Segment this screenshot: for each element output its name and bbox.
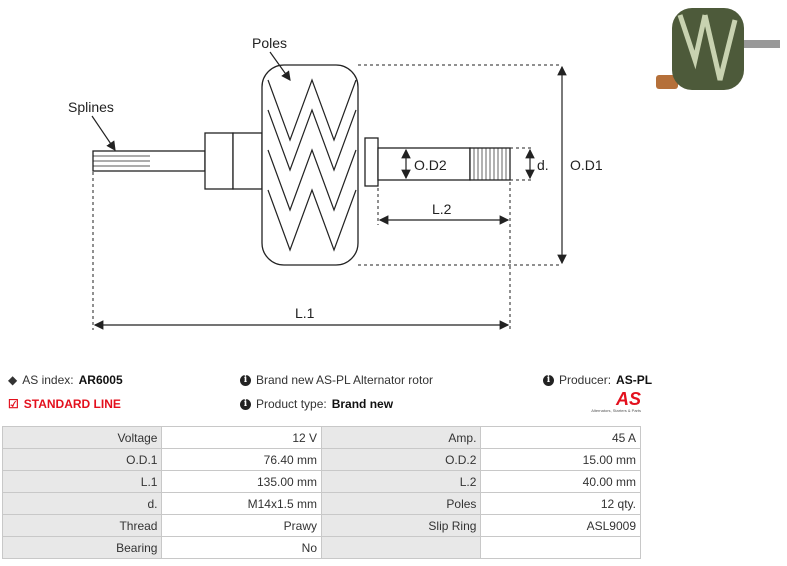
rotor-diagram: Poles Splines O.D1 O.D2 d. L.2 L.1: [68, 8, 780, 330]
spec-value: 40.00 mm: [480, 470, 641, 493]
spec-label: Slip Ring: [320, 514, 482, 537]
spec-label: Poles: [320, 492, 482, 515]
tag-icon: ◆: [8, 373, 18, 387]
spec-label: Bearing: [1, 536, 163, 559]
spec-value: 135.00 mm: [161, 470, 322, 493]
spec-label: Voltage: [1, 426, 163, 449]
spec-label: Amp.: [320, 426, 482, 449]
label-od1: O.D1: [570, 157, 603, 173]
spec-value: 15.00 mm: [480, 448, 641, 471]
spec-label: L.2: [320, 470, 482, 493]
label-d: d.: [537, 157, 549, 173]
spec-value: 45 A: [480, 426, 641, 449]
label-od2: O.D2: [414, 157, 447, 173]
spec-value: No: [161, 536, 322, 559]
description-text: Brand new AS-PL Alternator rotor: [256, 373, 433, 387]
checkbox-icon: ☑: [8, 397, 19, 411]
logo-text: AS: [615, 389, 641, 409]
spec-label: O.D.2: [320, 448, 482, 471]
label-splines: Splines: [68, 99, 114, 115]
logo-subtitle: Alternators, Starters & Parts: [591, 408, 641, 413]
spec-label: Thread: [1, 514, 163, 537]
spec-value: 12 V: [161, 426, 322, 449]
spec-value: M14x1.5 mm: [161, 492, 322, 515]
standard-line: ☑ STANDARD LINE: [8, 397, 121, 411]
label-l2: L.2: [432, 201, 452, 217]
as-index: ◆ AS index: AR6005: [8, 373, 123, 387]
as-index-value: AR6005: [78, 373, 123, 387]
info-icon: i: [543, 374, 554, 386]
spec-label: [320, 536, 482, 559]
producer-label: Producer:: [559, 373, 612, 387]
spec-value: ASL9009: [480, 514, 641, 537]
standard-line-label: STANDARD LINE: [23, 397, 121, 411]
spec-label: O.D.1: [1, 448, 163, 471]
producer: i Producer: AS-PL: [543, 373, 652, 387]
spec-value: Prawy: [161, 514, 322, 537]
spec-label: d.: [1, 492, 163, 515]
description: i Brand new AS-PL Alternator rotor: [240, 373, 433, 387]
product-type: i Product type: Brand new: [240, 397, 393, 411]
product-type-label: Product type:: [256, 397, 327, 411]
spec-label: L.1: [1, 470, 163, 493]
producer-value: AS-PL: [616, 373, 653, 387]
spec-value: 76.40 mm: [161, 448, 322, 471]
label-poles: Poles: [252, 35, 287, 51]
as-index-label: AS index:: [22, 373, 74, 387]
as-logo: AS Alternators, Starters & Parts: [585, 390, 641, 413]
spec-value: [480, 536, 641, 559]
label-l1: L.1: [295, 305, 315, 321]
product-type-value: Brand new: [331, 397, 394, 411]
info-icon: i: [240, 374, 251, 386]
info-icon: i: [240, 398, 251, 410]
product-photo: [656, 8, 780, 90]
spec-value: 12 qty.: [480, 492, 641, 515]
